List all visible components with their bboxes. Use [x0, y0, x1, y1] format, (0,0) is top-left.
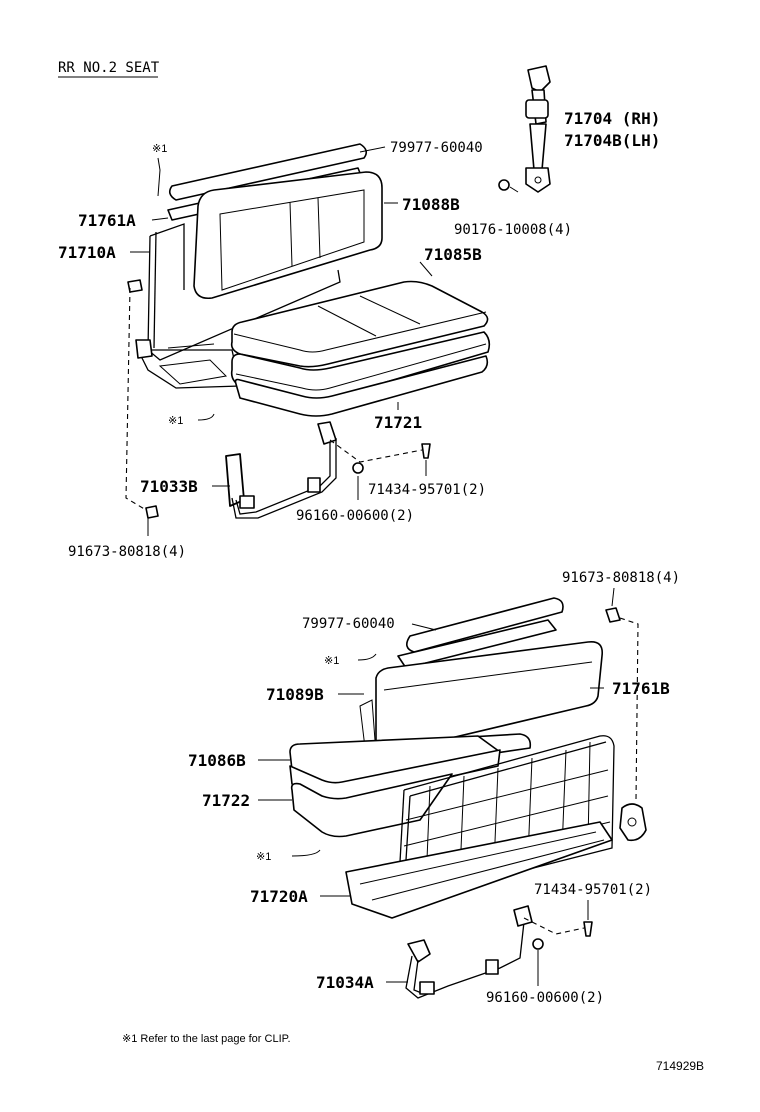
- seat-belt-part: [525, 65, 551, 193]
- nut-96160-lower: [532, 938, 544, 950]
- label-71085B: 71085B: [424, 245, 482, 264]
- label-79977-lower: 79977-60040: [302, 616, 395, 632]
- label-71710A: 71710A: [58, 243, 116, 262]
- label-note1-upper-a: ※1: [152, 143, 167, 155]
- label-91673-upper: 91673-80818(4): [68, 544, 186, 560]
- label-79977-upper: 79977-60040: [390, 140, 483, 156]
- figure-id: 714929B: [656, 1059, 704, 1073]
- label-90176: 90176-10008(4): [454, 222, 572, 238]
- upper-seat-assembly: 79977-60040 ※1 71761A 71088B 71710A 7108…: [58, 65, 660, 560]
- diagram-title: RR NO.2 SEAT: [58, 60, 160, 76]
- label-91673-lower: 91673-80818(4): [562, 570, 680, 586]
- label-note1-upper-b: ※1: [168, 415, 183, 427]
- label-71089B: 71089B: [266, 685, 324, 704]
- label-71704-rh: 71704 (RH): [564, 109, 660, 128]
- lower-seat-assembly: 91673-80818(4) 79977-60040 ※1 71089B 717…: [188, 570, 680, 1006]
- footnote: ※1 Refer to the last page for CLIP.: [122, 1033, 291, 1045]
- label-71088B: 71088B: [402, 195, 460, 214]
- label-71761A: 71761A: [78, 211, 136, 230]
- label-note1-lower-b: ※1: [256, 851, 271, 863]
- label-71434-upper: 71434-95701(2): [368, 482, 486, 498]
- label-note1-lower-a: ※1: [324, 655, 339, 667]
- label-71720A: 71720A: [250, 887, 308, 906]
- label-96160-lower: 96160-00600(2): [486, 990, 604, 1006]
- label-71704-lh: 71704B(LH): [564, 131, 660, 150]
- label-96160-upper: 96160-00600(2): [296, 508, 414, 524]
- bolt-91673-lower: [605, 607, 621, 623]
- nut-96160: [352, 462, 364, 474]
- label-71761B: 71761B: [612, 679, 670, 698]
- label-71721: 71721: [374, 413, 422, 432]
- label-71034A: 71034A: [316, 973, 374, 992]
- bolt-91673-upper: [145, 505, 159, 519]
- label-71434-lower: 71434-95701(2): [534, 882, 652, 898]
- label-71086B: 71086B: [188, 751, 246, 770]
- label-71722: 71722: [202, 791, 250, 810]
- label-71033B: 71033B: [140, 477, 198, 496]
- bolt-90176: [498, 179, 510, 191]
- bolt-71434-lower: [583, 921, 593, 937]
- bolt-71434: [421, 443, 431, 459]
